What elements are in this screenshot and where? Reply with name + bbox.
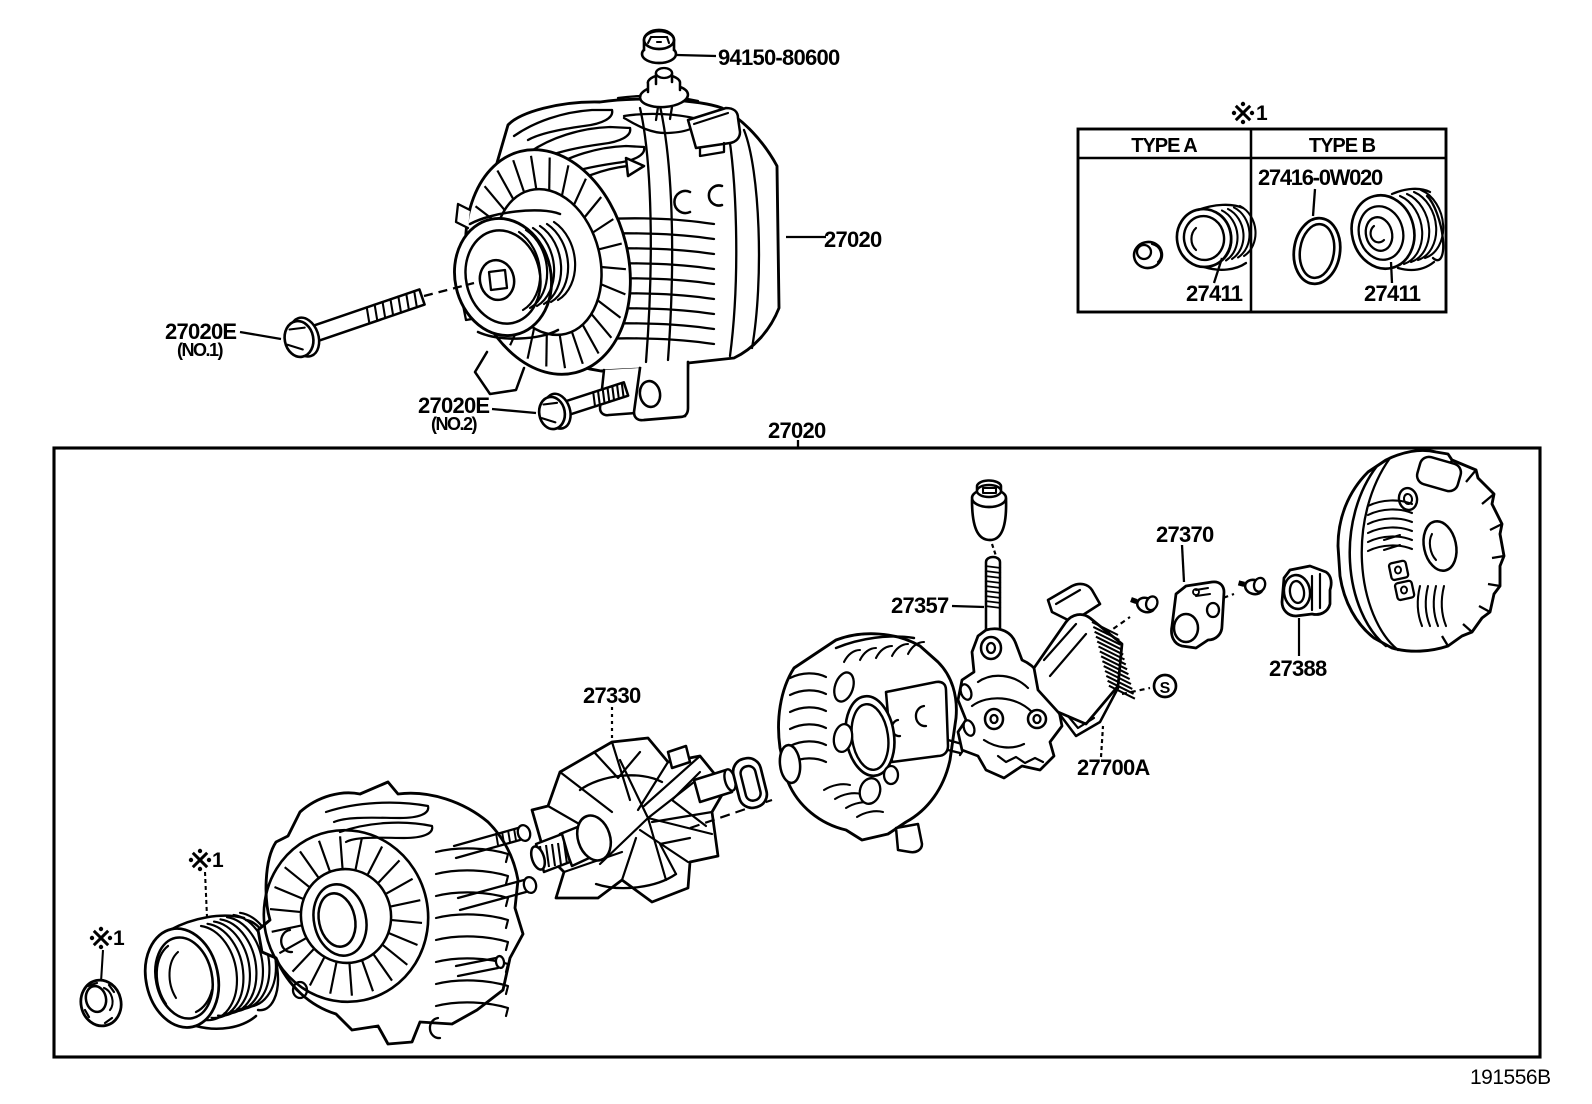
svg-text:S: S — [1160, 680, 1171, 697]
svg-text:27388: 27388 — [1269, 656, 1327, 681]
svg-text:27330: 27330 — [583, 683, 641, 708]
svg-text:27357: 27357 — [891, 593, 949, 618]
svg-text:TYPE B: TYPE B — [1309, 135, 1376, 157]
svg-text:27416-0W020: 27416-0W020 — [1258, 165, 1383, 190]
svg-text:TYPE A: TYPE A — [1131, 135, 1197, 157]
svg-text:27020E: 27020E — [418, 393, 489, 418]
svg-text:(NO.2): (NO.2) — [431, 414, 478, 434]
svg-text:94150-80600: 94150-80600 — [718, 45, 840, 70]
svg-text:1: 1 — [1256, 102, 1268, 125]
svg-text:191556B: 191556B — [1470, 1066, 1551, 1089]
svg-text:27020: 27020 — [824, 227, 882, 252]
svg-text:1: 1 — [212, 849, 224, 872]
svg-text:(NO.1): (NO.1) — [177, 340, 224, 360]
svg-text:1: 1 — [113, 927, 125, 950]
svg-text:27370: 27370 — [1156, 522, 1214, 547]
svg-text:27700A: 27700A — [1077, 755, 1150, 780]
svg-text:27020E: 27020E — [165, 319, 236, 344]
svg-text:27411: 27411 — [1186, 281, 1243, 306]
svg-text:27411: 27411 — [1364, 281, 1421, 306]
svg-text:27020: 27020 — [768, 418, 826, 443]
